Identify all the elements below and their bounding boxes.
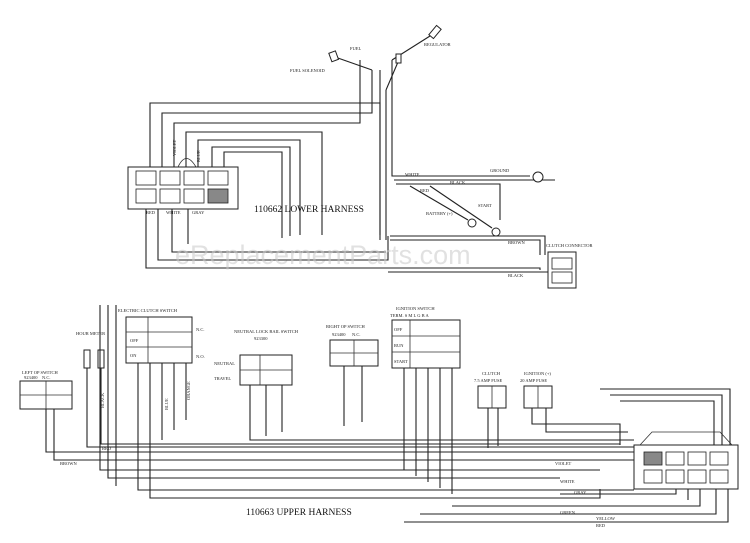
electric-clutch-state-nc: N.C. [196,327,205,332]
watermark: eReplacementParts.com [175,240,471,270]
left-op-switch-part: 923400 [24,375,38,380]
wire-label-red: RED [146,210,156,215]
clutch-fuse-title: CLUTCH [482,371,501,376]
neutral-row-label: NEUTRAL [214,361,235,366]
hour-meter-title: HOUR METER [76,331,105,336]
ignition-row-start: START [394,359,408,364]
neutral-lock-title: NEUTRAL LOCK BAIL SWITCH [234,329,299,334]
ignition-fuse-rating: 20 AMP FUSE [520,378,547,383]
regulator-label: REGULATOR [424,42,451,47]
wire-label-white: WHITE [166,210,181,215]
left-op-switch-title: LEFT OP SWITCH [22,370,59,375]
right-op-switch-part: 923400 [332,332,346,337]
wire-label-violet: VIOLET [172,140,177,156]
upper-wire-red: RED [102,446,112,451]
wire-label-blue: BLUE [196,150,201,162]
upper-wire-green: GREEN [560,510,576,515]
upper-harness-title: 110663 UPPER HARNESS [246,508,352,518]
right-op-switch-title: RIGHT OP SWITCH [326,324,366,329]
lower-harness-title: 110662 LOWER HARNESS [254,205,364,215]
hour-meter-terminal-2 [97,349,105,369]
wire-label-white-2: WHITE [405,172,420,177]
ignition-switch [391,319,461,369]
left-op-switch-state: N.C. [42,375,51,380]
upper-wire-black: BLACK [100,392,105,408]
electric-clutch-switch-title: ELECTRIC CLUTCH SWITCH [118,308,178,313]
ignition-row-off: OFF [394,327,403,332]
clutch-fuse-rating: 7.5 AMP FUSE [474,378,502,383]
start-label: START [478,203,492,208]
ignition-fuse-title: IGNITION (+) [524,371,551,376]
ground-label: GROUND [490,168,510,173]
fuel-solenoid-label: FUEL SOLENOID [290,68,325,73]
clutch-connector-label: CLUTCH CONNECTOR [546,243,593,248]
upper-wire-red-2: RED [596,523,606,528]
fuel-label: FUEL [350,46,362,51]
wire-label-brown: BROWN [508,240,526,245]
upper-wire-yellow: YELLOW [596,516,616,521]
upper-wire-brown: BROWN [60,461,78,466]
neutral-lock-part: 923300 [254,336,268,341]
wire-label-red-2: RED [420,188,430,193]
electric-clutch-state-no: N.O. [196,354,205,359]
battery-label: BATTERY (+) [426,211,453,216]
right-op-switch-state: N.C. [352,332,361,337]
upper-harness: LEFT OP SWITCH 923400 N.C. HOUR METER EL… [19,305,739,528]
upper-wire-blue: BLUE [164,398,169,410]
wire-label-black: BLACK [450,180,466,185]
upper-wire-white: WHITE [560,479,575,484]
electric-clutch-row-on: ON [130,353,137,358]
upper-wire-violet: VIOLET [555,461,571,466]
electric-clutch-row-off: OFF [130,338,139,343]
upper-wire-orange: ORANGE [186,381,191,400]
wire-label-black-2: BLACK [508,273,524,278]
upper-wire-gray: GRAY [574,490,587,495]
ignition-switch-terms: TERM. S M L G B A [390,313,429,318]
wire-label-gray: GRAY [192,210,205,215]
ignition-row-run: RUN [394,343,404,348]
travel-row-label: TRAVEL [214,376,231,381]
electric-clutch-switch [125,316,193,364]
ignition-switch-title: IGNITION SWITCH [396,306,435,311]
lower-harness: VIOLET BLUE RED WHITE GRAY WHITE BLACK R… [127,24,593,289]
hour-meter-terminal-1 [83,349,91,369]
